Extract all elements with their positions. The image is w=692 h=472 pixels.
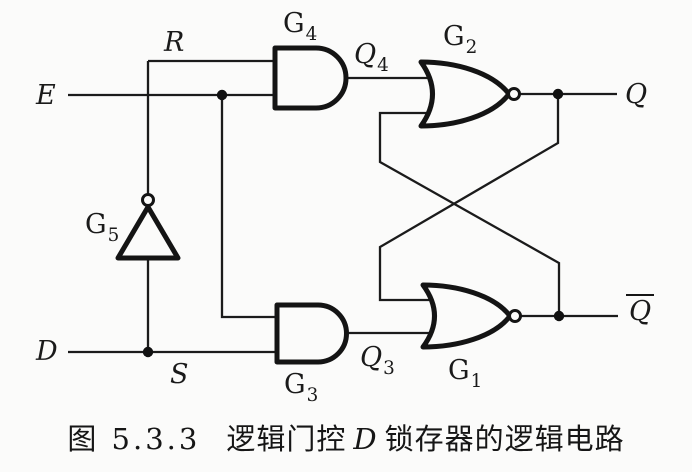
gate-g3-and: [274, 302, 349, 365]
label-qbar: Q: [626, 294, 655, 325]
junction-dot-q: [552, 88, 564, 100]
label-g4: G4: [283, 8, 318, 46]
caption-text-before-d: 逻辑门控: [226, 422, 347, 456]
label-q4: Q4: [354, 39, 389, 77]
label-g5: G5: [85, 209, 120, 247]
caption-d: D: [353, 422, 378, 456]
junction-dot-e-branch: [216, 89, 228, 101]
caption-figure-number: 图 5.3.3: [67, 422, 201, 456]
wire-feedback-q-to-g1: [378, 94, 560, 302]
label-g2: G2: [443, 21, 478, 59]
gate-g1-nor: [420, 282, 513, 350]
junction-dot-qbar: [553, 310, 565, 322]
caption-text-after-d: 锁存器的逻辑电路: [384, 422, 625, 456]
junction-dot-d-branch: [142, 346, 154, 358]
label-r: R: [164, 27, 185, 58]
label-g1: G1: [448, 355, 483, 393]
label-e: E: [36, 80, 56, 111]
gates: [115, 45, 522, 365]
label-s: S: [170, 359, 189, 390]
circuit-canvas: [68, 45, 618, 365]
label-q3: Q3: [360, 342, 395, 380]
label-q: Q: [625, 79, 648, 110]
g2-inversion-bubble-icon: [507, 87, 521, 101]
g5-inversion-bubble-icon: [141, 193, 155, 207]
gate-g4-and: [272, 45, 349, 111]
label-g3: G3: [284, 369, 319, 407]
label-d: D: [36, 336, 58, 367]
wire-feedback-qbar-to-g2: [378, 111, 561, 316]
gate-g2-nor: [418, 59, 512, 129]
junction-dots: [142, 88, 565, 358]
wires: [68, 59, 618, 354]
g1-inversion-bubble-icon: [508, 309, 522, 323]
gate-g5-not: [115, 204, 181, 261]
wire-e-branch-to-g3: [220, 95, 290, 319]
